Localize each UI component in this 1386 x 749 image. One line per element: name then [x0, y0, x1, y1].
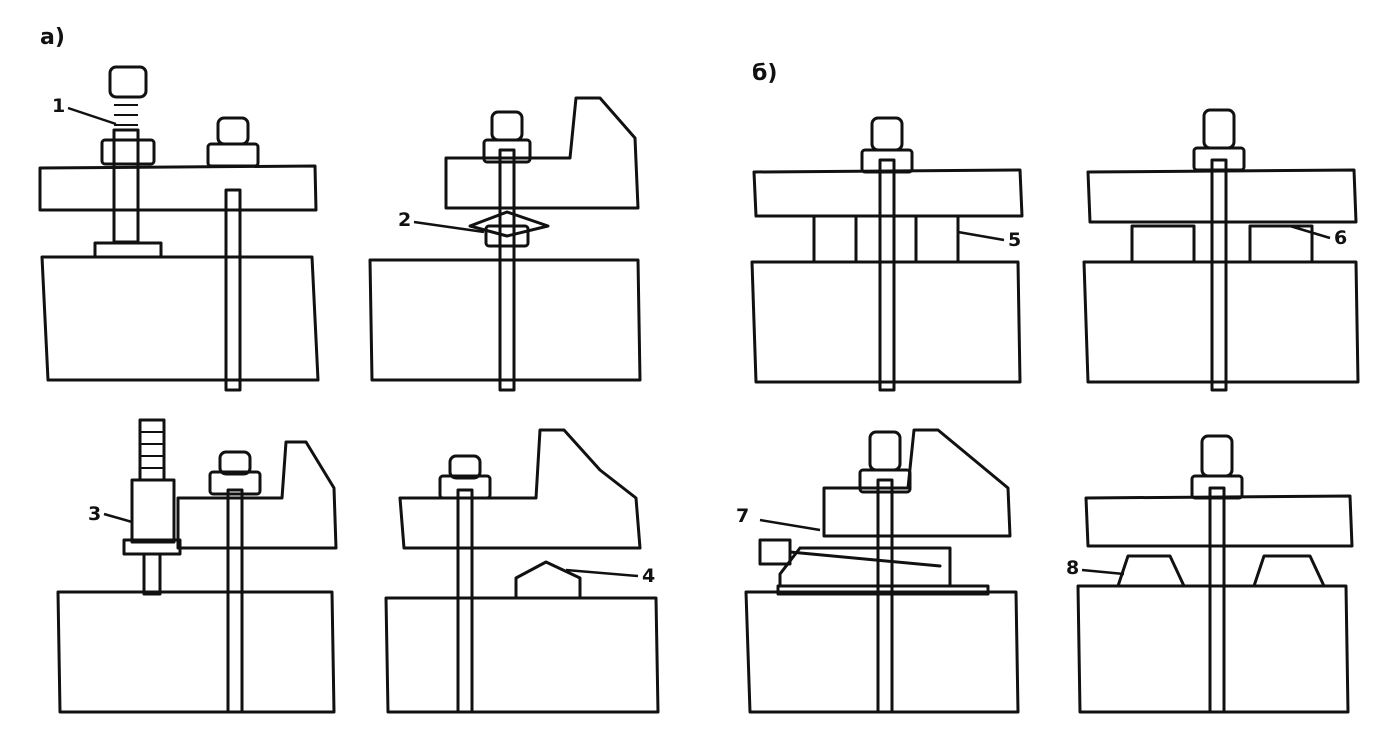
jack-screw [138, 418, 166, 482]
anchor-bolt [226, 488, 244, 714]
shim-stack [1248, 224, 1314, 264]
screw-jack-body [130, 478, 176, 544]
anchor-bolt [1210, 158, 1228, 392]
anchor-bolt [878, 158, 896, 392]
concrete-foundation [384, 596, 660, 714]
callout-3: 3 [88, 503, 101, 525]
machine-base-plate [1084, 494, 1354, 548]
anchor-nut [206, 142, 260, 168]
callout-2: 2 [398, 209, 411, 231]
shim-stack [812, 214, 858, 264]
panel-a3 [56, 418, 338, 714]
shim-stack [1130, 224, 1196, 264]
adjusting-nut [484, 224, 530, 248]
panel-a1 [38, 65, 320, 392]
anchor-bolt [1208, 486, 1226, 714]
wedge-support [1116, 554, 1186, 588]
concrete-foundation [1076, 584, 1350, 714]
machine-base-plate [1086, 168, 1358, 224]
wedge-support [1252, 554, 1326, 588]
callout-1: 1 [52, 95, 65, 117]
section-label-b: б) [752, 61, 777, 86]
concrete-foundation [750, 260, 1022, 384]
panel-a2 [368, 96, 642, 392]
anchor-bolt [456, 488, 474, 714]
callout-5: 5 [1008, 229, 1021, 251]
anchor-nut [208, 470, 262, 496]
anchor-nut [438, 474, 492, 500]
adjusting-screw-head [758, 538, 792, 566]
panel-b1 [750, 116, 1024, 392]
section-label-a: а) [40, 25, 65, 50]
panel-b2 [1082, 108, 1360, 392]
callout-4: 4 [642, 565, 655, 587]
lock-nut [100, 138, 156, 166]
panel-b3 [744, 428, 1020, 714]
panel-b4 [1076, 434, 1354, 714]
callout-8: 8 [1066, 557, 1079, 579]
panel-a4 [384, 428, 660, 714]
callout-6: 6 [1334, 227, 1347, 249]
machine-frame [176, 440, 338, 550]
concrete-foundation [1082, 260, 1360, 384]
support-pad [93, 241, 163, 259]
machine-frame [444, 96, 640, 210]
spring-washer [468, 210, 550, 238]
anchor-bolt [498, 148, 516, 392]
jack-screw-head [108, 65, 148, 99]
concrete-foundation [368, 258, 642, 382]
concrete-foundation [40, 255, 320, 382]
adjusting-screw [788, 550, 942, 568]
anchor-bolt [224, 188, 242, 392]
machine-frame [398, 428, 642, 550]
callout-7: 7 [736, 505, 749, 527]
callouts: 1 2 3 4 5 6 7 8 [52, 95, 1347, 587]
shim-stack [914, 214, 960, 264]
jack-screw [112, 128, 140, 244]
machine-frame [822, 428, 1012, 538]
machine-base-plate [752, 168, 1024, 218]
concrete-foundation [56, 590, 336, 714]
concrete-foundation [744, 590, 1020, 714]
wedge-shim [514, 560, 582, 600]
anchor-bolt [876, 478, 894, 714]
machine-base-plate [38, 164, 318, 212]
